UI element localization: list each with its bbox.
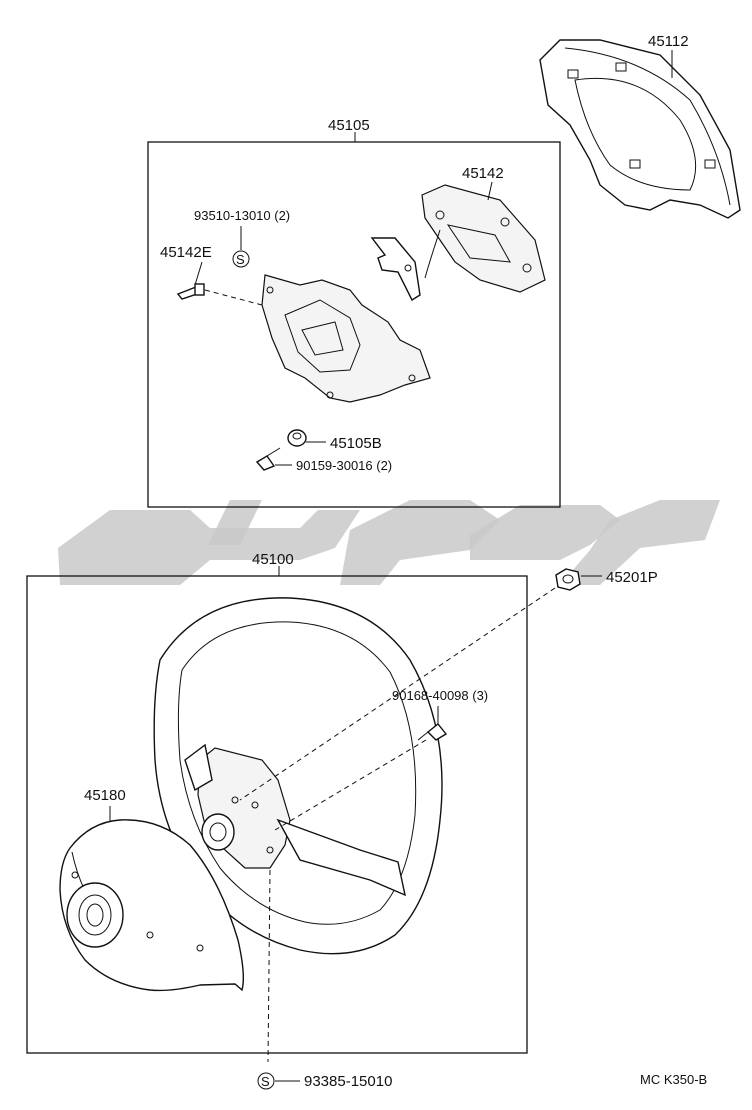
part-45105B-nut: [287, 429, 307, 447]
box-45105: [147, 132, 561, 508]
part-45112-cover: [539, 39, 741, 219]
label-90168-40098: 90168-40098 (3): [392, 688, 488, 703]
dash-45142E: [204, 289, 263, 306]
s-mark-circle-top: [232, 250, 250, 268]
diagram-code: MC K350-B: [640, 1072, 707, 1087]
part-45201P-nut: [555, 568, 581, 591]
label-93385-15010: 93385-15010: [304, 1073, 392, 1090]
leader-45142E: [194, 261, 203, 286]
label-45112: 45112: [648, 33, 689, 50]
s-mark-bottom: S: [261, 1074, 270, 1089]
part-bracket-small: [370, 237, 421, 302]
part-45142E-screw: [176, 283, 205, 300]
label-93510-13010: 93510-13010 (2): [194, 208, 290, 223]
label-45105: 45105: [328, 117, 370, 134]
box-45100: [26, 566, 528, 1054]
label-45142E: 45142E: [160, 244, 212, 261]
label-45100: 45100: [252, 551, 294, 568]
part-45105-bracket: [261, 274, 431, 403]
part-45100-steering-wheel: [153, 597, 443, 955]
part-90168-bolt: [417, 723, 448, 741]
label-45105B: 45105B: [330, 435, 382, 452]
s-mark-top: S: [236, 252, 245, 267]
dash-90168-axis: [274, 739, 427, 831]
part-90159-bolt: [255, 447, 281, 471]
part-45142-module: [421, 181, 546, 293]
watermark-logo: [58, 500, 720, 638]
dash-45201P-axis: [239, 587, 556, 801]
label-45201P: 45201P: [606, 569, 658, 586]
label-45142: 45142: [462, 165, 504, 182]
s-mark-circle-bottom: [257, 1072, 275, 1090]
label-45180: 45180: [84, 787, 126, 804]
part-45180-rear-cover: [59, 819, 245, 992]
label-90159-30016: 90159-30016 (2): [296, 458, 392, 473]
